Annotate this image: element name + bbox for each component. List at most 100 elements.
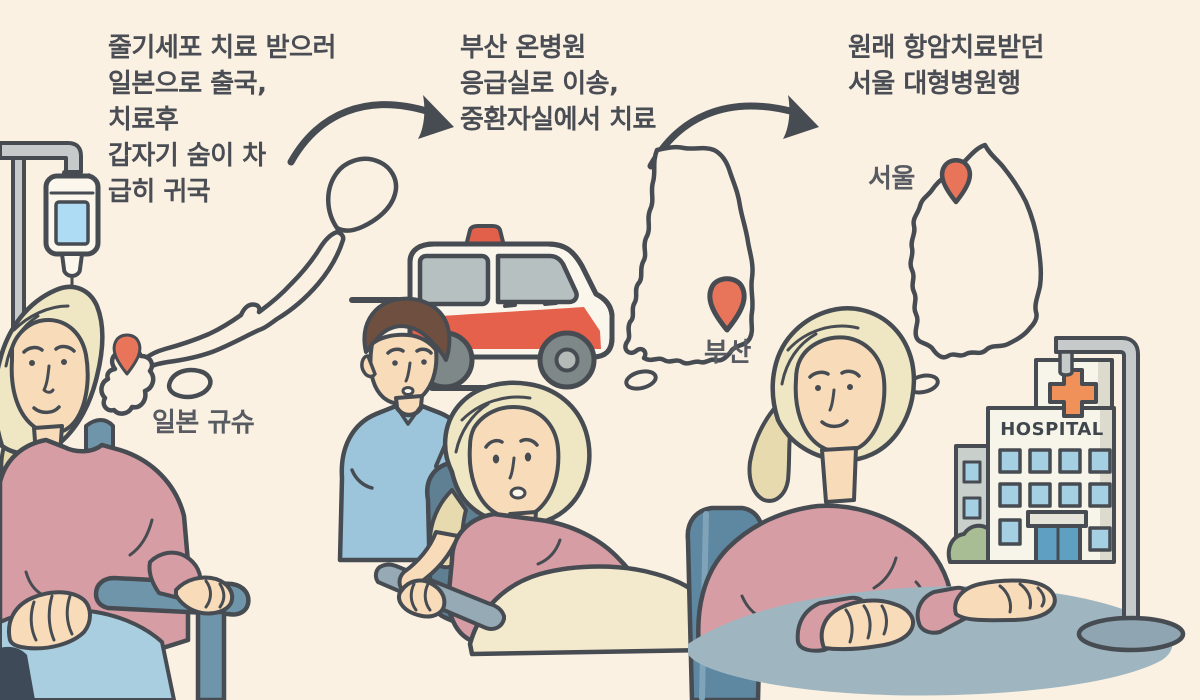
ambulance-windshield — [495, 253, 579, 305]
map-label-busan: 부산 — [704, 338, 751, 368]
smile-mouth — [820, 419, 849, 429]
headscarf-folds — [454, 395, 532, 454]
middle-scene-emergency-transfer — [337, 224, 711, 657]
eye — [524, 452, 532, 462]
korea-map-busan — [623, 144, 755, 391]
japan-map — [99, 156, 399, 416]
iv-drip-icon — [0, 141, 101, 437]
top-fold — [536, 538, 562, 566]
iv-fluid — [54, 200, 90, 246]
armrest-support — [195, 609, 227, 700]
caption-busan-er: 부산 온병원 응급실로 이송, 중환자실에서 치료 — [460, 30, 656, 138]
eye — [61, 359, 67, 365]
caption-line: 원래 항암치료받던 — [848, 33, 1044, 63]
headscarf-folds — [780, 324, 860, 386]
red-cross-icon — [1048, 368, 1098, 418]
hospital-icon — [946, 358, 1116, 564]
hand-on-desk-left — [819, 598, 915, 652]
korea-map-seoul — [906, 142, 1044, 395]
location-pin-icon-busan — [707, 276, 747, 333]
caption-line: 급히 귀국 — [108, 177, 211, 207]
smile-mouth — [32, 405, 61, 415]
wing-window — [962, 496, 982, 520]
hand-on-desk-right — [953, 578, 1057, 623]
hand-on-armrest — [174, 575, 235, 616]
nose — [508, 456, 516, 480]
eyebrows — [808, 369, 861, 379]
japan-shikoku-outline — [166, 367, 213, 400]
iv-pole-right — [1054, 336, 1186, 653]
finger-lines — [998, 582, 1046, 614]
tower-shade — [1098, 362, 1110, 414]
eye — [815, 385, 821, 391]
caregiver-hand-on-handle — [396, 578, 447, 619]
caption-line: 응급실로 이송, — [460, 69, 619, 99]
iv-drip-chamber — [60, 252, 84, 278]
wheel-hub — [554, 347, 580, 373]
eye — [847, 384, 853, 390]
caption-line: 서울 대형병원행 — [848, 69, 1021, 99]
jeju-island-outline — [624, 369, 658, 391]
japan-hokkaido-outline — [326, 156, 399, 233]
ambulance-roof-light — [464, 224, 506, 248]
caregiver-ear — [360, 354, 377, 379]
patient-face — [9, 317, 90, 436]
eye — [492, 454, 500, 464]
caregiver-hair — [362, 296, 452, 362]
hospital-window — [1028, 482, 1052, 508]
caregiver-forearm — [397, 530, 460, 594]
hospital-window — [1028, 448, 1052, 474]
iv-pole-hook — [1058, 350, 1074, 377]
door-canopy — [1026, 510, 1088, 528]
hospital-sign: HOSPITAL — [1000, 419, 1104, 440]
location-pin-icon-kyushu — [112, 333, 142, 376]
finger-lines — [844, 604, 888, 644]
finger-lines — [29, 594, 74, 642]
map-label-japan-kyushu: 일본 규슈 — [152, 408, 255, 438]
mouth — [401, 386, 415, 396]
finger-lines — [409, 582, 432, 612]
map-label-seoul: 서울 — [868, 164, 915, 194]
location-pin-icon-seoul — [939, 158, 973, 205]
finger-lines — [204, 579, 226, 609]
caption-japan-trip: 줄기세포 치료 받으러 일본으로 출국, 치료후 갑자기 숨이 차 급히 귀국 — [108, 30, 336, 210]
eyebrows — [386, 347, 433, 355]
nose — [42, 364, 55, 394]
shirt-collar — [350, 404, 423, 490]
chair-base — [0, 646, 35, 700]
hospital-window — [1088, 448, 1112, 474]
eye — [421, 359, 427, 365]
hospital-window — [1058, 482, 1082, 508]
caption-line: 중환자실에서 치료 — [460, 105, 656, 135]
caption-line: 일본으로 출국, — [108, 69, 267, 99]
worried-eyebrows — [484, 437, 539, 449]
hospital-window — [998, 482, 1022, 508]
left-scene-patient-on-iv — [0, 141, 251, 700]
hospital-window — [1088, 482, 1112, 508]
korea-outline-busan — [623, 144, 755, 366]
caption-line: 줄기세포 치료 받으러 — [108, 33, 336, 63]
nose — [828, 388, 836, 412]
caption-line: 부산 온병원 — [460, 33, 586, 63]
hospital-window — [1058, 448, 1082, 474]
caption-line: 갑자기 숨이 차 — [108, 141, 266, 171]
open-mouth — [509, 486, 527, 500]
eyebrows — [22, 344, 76, 354]
door-seam — [503, 303, 517, 308]
hospital-window — [998, 448, 1022, 474]
arrow-right-icon-1 — [287, 95, 454, 166]
iv-pole-arm — [0, 141, 83, 174]
caption-line: 치료후 — [108, 105, 179, 135]
door-seam — [543, 301, 558, 306]
japan-honshu-outline — [136, 229, 346, 373]
caption-seoul-hospital: 원래 항암치료받던 서울 대형병원행 — [848, 30, 1044, 102]
neck — [820, 446, 858, 504]
eye — [29, 360, 35, 366]
right-scene-patient-at-desk — [685, 306, 1186, 700]
wing-window — [962, 460, 982, 484]
ambulance-window — [417, 253, 491, 307]
patient-face — [793, 335, 887, 454]
nose — [404, 361, 412, 383]
